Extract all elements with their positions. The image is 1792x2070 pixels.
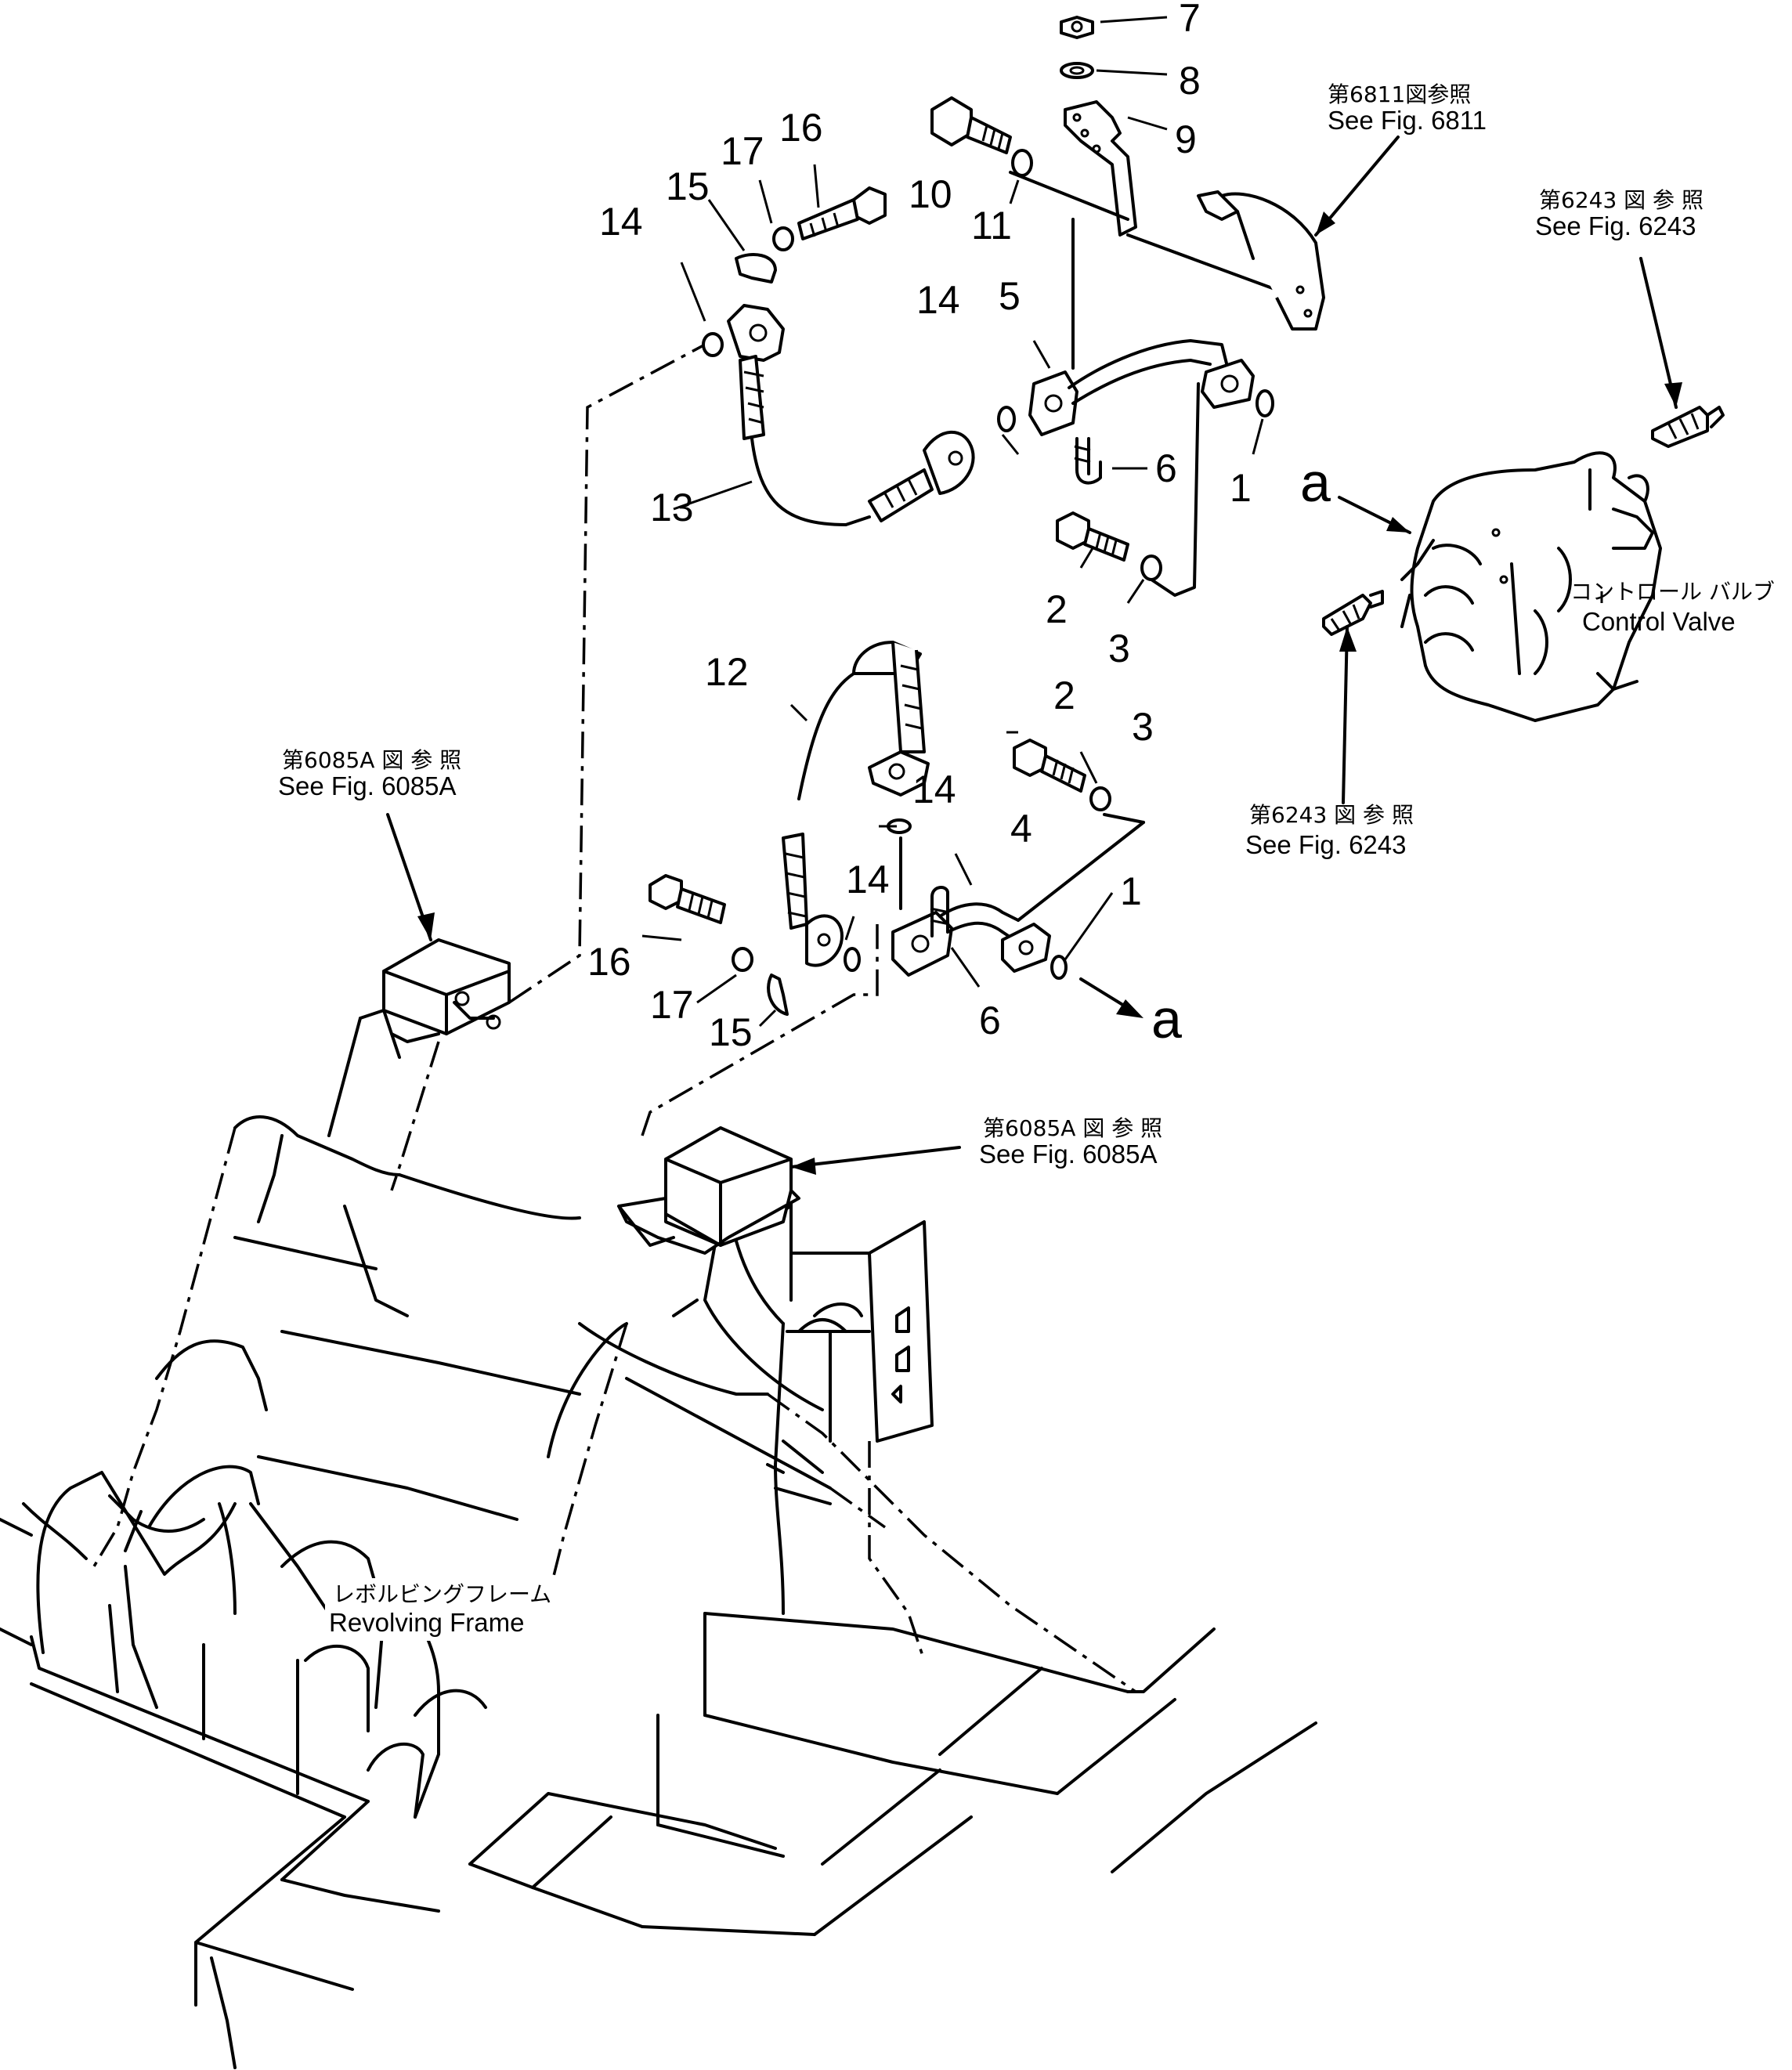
u-bolt-6-upper-drawing	[1074, 437, 1102, 485]
valve-fitting-bottom	[1322, 590, 1384, 636]
ref-6085a-left-jp: 第6085A 図 参 照	[282, 747, 461, 773]
part-number-13: 13	[650, 486, 694, 529]
washer-17-upper-drawing	[772, 226, 794, 251]
control-valve-en: Control Valve	[1582, 607, 1736, 636]
reference-arrows	[386, 135, 1682, 1175]
washer-17-lower-drawing	[732, 947, 753, 972]
o-ring-14-top-left-drawing	[702, 332, 724, 357]
part-number-1-upper: 1	[1230, 466, 1252, 510]
ref-6085a-right-jp: 第6085A 図 参 照	[983, 1115, 1162, 1141]
part-number-12: 12	[705, 650, 749, 694]
part-number-14-upper: 14	[916, 278, 960, 322]
part-number-5: 5	[999, 274, 1021, 318]
washer-8-drawing	[1060, 62, 1094, 79]
control-valve-drawing	[1400, 451, 1662, 722]
ref-6243-top-en: See Fig. 6243	[1535, 211, 1696, 240]
ref-6243-top-jp: 第6243 図 参 照	[1539, 187, 1703, 213]
ref-6243-bottom-en: See Fig. 6243	[1245, 830, 1406, 859]
revolving-frame-drawing	[0, 1115, 1317, 2069]
bolt-2-lower-drawing	[1013, 739, 1086, 793]
part-number-15-upper: 15	[666, 164, 710, 208]
letter-a-bottom: a	[1151, 988, 1182, 1049]
clamp-15-lower-drawing	[767, 974, 789, 1016]
nut-7-drawing	[1060, 16, 1094, 39]
bolt-16-lower-drawing	[649, 874, 726, 924]
revolving-frame-jp: レボルビングフレーム	[333, 1581, 551, 1607]
hose-12-drawing	[782, 641, 930, 967]
revolving-frame-label: レボルビングフレーム Revolving Frame	[325, 1578, 560, 1641]
pipe-4-drawing	[891, 813, 1145, 977]
bolt-2-upper-drawing	[1056, 511, 1129, 562]
part-number-16-upper: 16	[779, 106, 823, 150]
part-number-2-lower: 2	[1053, 674, 1075, 717]
hose-13-drawing	[727, 304, 975, 526]
valve-fitting-top	[1651, 406, 1725, 448]
leader-lines	[641, 16, 1264, 1028]
part-number-17-upper: 17	[721, 129, 764, 173]
o-ring-14-upper-drawing	[997, 406, 1016, 432]
mounting-block-right	[617, 924, 879, 1255]
washer-3-lower-drawing	[1089, 786, 1111, 811]
o-ring-1-lower-drawing	[1050, 955, 1068, 980]
reference-fig-6085a-left: 第6085A 図 参 照 See Fig. 6085A	[278, 747, 461, 800]
part-number-9: 9	[1175, 117, 1197, 161]
part-number-1-lower: 1	[1120, 869, 1142, 913]
letter-a-top: a	[1300, 452, 1331, 513]
ref-6085a-right-en: See Fig. 6085A	[979, 1140, 1158, 1169]
part-number-16-lower: 16	[587, 940, 631, 984]
ref-6085a-left-en: See Fig. 6085A	[278, 771, 457, 800]
part-number-2-upper: 2	[1046, 587, 1068, 631]
part-number-8: 8	[1179, 59, 1201, 103]
reference-fig-6243-bottom: 第6243 図 参 照 See Fig. 6243	[1245, 802, 1414, 859]
control-valve-label: コントロール バルブ Control Valve	[1570, 579, 1775, 636]
ref-6811-en: See Fig. 6811	[1328, 106, 1487, 135]
reference-fig-6243-top: 第6243 図 参 照 See Fig. 6243	[1535, 187, 1703, 240]
part-number-14-lower: 14	[846, 858, 890, 901]
part-number-3-upper: 3	[1108, 627, 1130, 670]
clamp-15-upper-drawing	[735, 253, 777, 284]
part-number-3-lower: 3	[1132, 705, 1154, 749]
o-ring-1-upper-drawing	[1255, 389, 1274, 417]
o-ring-14-lower-drawing	[844, 947, 861, 972]
control-valve-jp: コントロール バルブ	[1570, 579, 1775, 605]
part-number-17-lower: 17	[650, 983, 694, 1027]
part-number-10: 10	[909, 172, 952, 216]
ref-6811-jp: 第6811図参照	[1328, 81, 1471, 107]
washer-3-upper-drawing	[1140, 555, 1162, 581]
reference-fig-6085a-right: 第6085A 図 参 照 See Fig. 6085A	[979, 1115, 1162, 1169]
part-number-14-top-left: 14	[599, 200, 643, 244]
part-number-4: 4	[1010, 807, 1032, 851]
part-number-6-upper: 6	[1155, 446, 1177, 490]
part-number-labels: 7 8 9 10 11 5 14 6 1 2 3 14 15 17 16 13 …	[587, 0, 1331, 1054]
bolt-10-drawing	[930, 96, 1012, 154]
revolving-frame-en: Revolving Frame	[329, 1608, 524, 1637]
part-number-15-lower: 15	[709, 1010, 753, 1054]
mounting-block-left	[327, 343, 706, 1191]
part-number-6-lower: 6	[979, 999, 1001, 1042]
washer-11-drawing	[1011, 149, 1033, 177]
bolt-16-upper-drawing	[797, 186, 887, 240]
part-number-14-mid: 14	[912, 768, 956, 811]
bracket-9-drawing	[1009, 100, 1325, 331]
ref-6243-bottom-jp: 第6243 図 参 照	[1249, 802, 1414, 828]
part-number-7: 7	[1179, 0, 1201, 40]
u-bolt-6-lower-drawing	[930, 886, 950, 937]
reference-fig-6811: 第6811図参照 See Fig. 6811	[1328, 81, 1487, 135]
pipe-5-drawing	[1028, 218, 1255, 597]
part-number-11: 11	[971, 204, 1012, 247]
